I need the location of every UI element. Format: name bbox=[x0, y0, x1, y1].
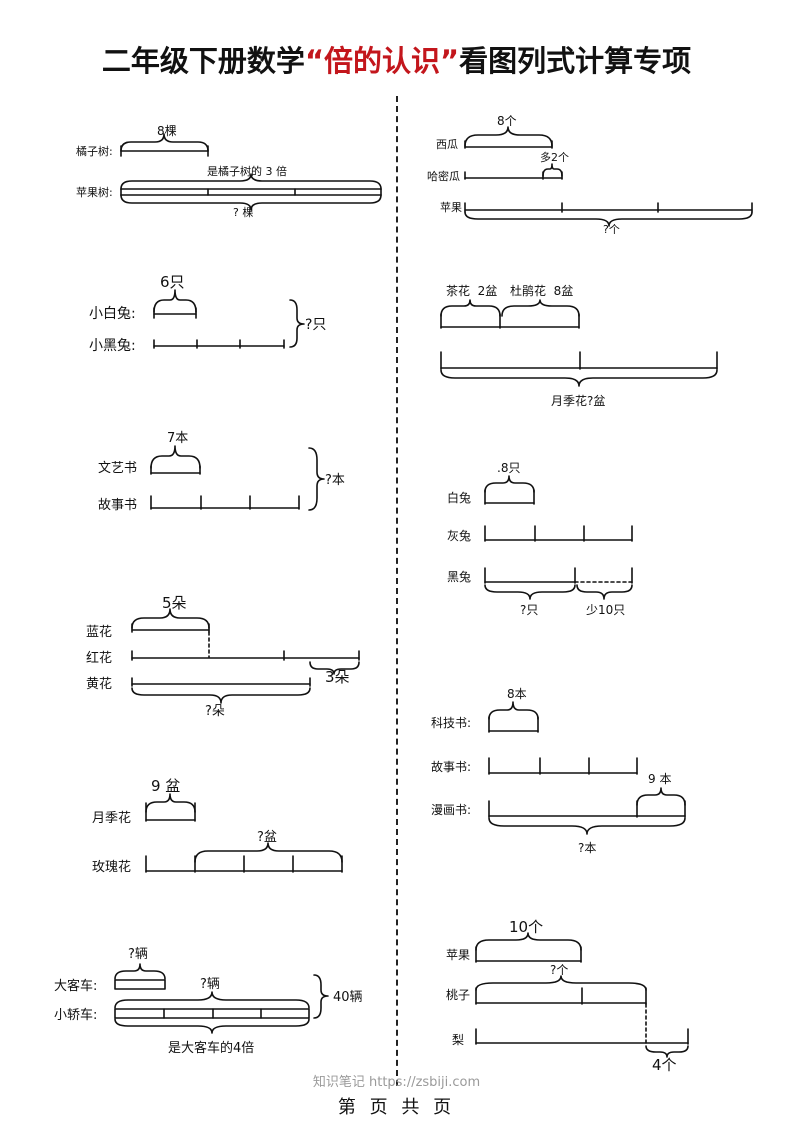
p7-row2-label: 哈密瓜 bbox=[427, 169, 460, 183]
p4-row1-label: 蓝花 bbox=[86, 624, 112, 640]
p5-row2-label: 玫瑰花 bbox=[92, 859, 131, 875]
p5-row1-label: 月季花 bbox=[92, 810, 131, 826]
p1-row1-label: 橘子树: bbox=[76, 144, 113, 158]
problem-2-lines bbox=[153, 289, 305, 349]
p4-row3-label: 黄花 bbox=[86, 676, 112, 692]
problem-1-lines bbox=[120, 133, 382, 211]
p4-right-label: 3朵 bbox=[325, 668, 350, 686]
p9-row1-label: 白兔 bbox=[447, 490, 471, 505]
p11-bottom-label: 4个 bbox=[652, 1056, 677, 1074]
problem-11-lines bbox=[475, 932, 689, 1058]
p1-mid-label: 是橘子树的 3 倍 bbox=[207, 164, 287, 178]
p8-top2-label: 杜鹃花 8盆 bbox=[510, 283, 573, 298]
p10-bottom-label: ?本 bbox=[578, 841, 596, 855]
p2-row2-label: 小黑兔: bbox=[89, 338, 136, 354]
problem-8-lines bbox=[440, 299, 718, 387]
title-part-2: “倍的认识” bbox=[304, 44, 460, 78]
p9-row3-label: 黑兔 bbox=[447, 569, 471, 584]
p7-row1-label: 西瓜 bbox=[436, 138, 458, 151]
p7-bottom-label: ?个 bbox=[603, 223, 620, 236]
p10-row2-label: 故事书: bbox=[431, 759, 471, 774]
p7-row3-label: 苹果 bbox=[440, 200, 462, 214]
p1-top-label: 8棵 bbox=[157, 123, 177, 138]
p10-row3-label: 漫画书: bbox=[431, 803, 471, 817]
p5-mid-label: ?盆 bbox=[257, 830, 277, 845]
p7-top-label: 8个 bbox=[497, 114, 517, 128]
p1-row2-label: 苹果树: bbox=[76, 185, 113, 199]
problem-3-lines bbox=[150, 445, 325, 511]
p11-row2-label: 桃子 bbox=[446, 987, 470, 1002]
p3-top-label: 7本 bbox=[167, 431, 188, 446]
p11-row1-label: 苹果 bbox=[446, 948, 470, 962]
p4-bottom-label: ?朵 bbox=[205, 704, 225, 719]
p2-top-label: 6只 bbox=[160, 273, 185, 291]
problem-7-lines bbox=[464, 126, 753, 227]
p4-top-label: 5朵 bbox=[162, 594, 187, 612]
p6-side-label: 40辆 bbox=[333, 990, 363, 1005]
title-part-1: 二年级下册数学 bbox=[101, 44, 305, 78]
column-divider bbox=[396, 96, 398, 1086]
p3-row2-label: 故事书 bbox=[98, 498, 137, 513]
problem-10-lines bbox=[488, 701, 686, 835]
p6-bottom-label: 是大客车的4倍 bbox=[168, 1040, 254, 1056]
p11-mid-label: ?个 bbox=[550, 963, 568, 977]
p6-mid-label: ?辆 bbox=[200, 977, 220, 992]
p2-side-label: ?只 bbox=[305, 317, 326, 333]
p8-bottom-label: 月季花?盆 bbox=[551, 393, 605, 408]
p6-row1-label: 大客车: bbox=[54, 978, 97, 994]
title-part-3: 看图列式计算专项 bbox=[459, 44, 692, 78]
p9-top-label: .8只 bbox=[497, 461, 520, 475]
p5-top-label: 9 盆 bbox=[151, 777, 180, 795]
problem-5-lines bbox=[145, 793, 343, 873]
problem-9-lines bbox=[484, 475, 633, 600]
p4-row2-label: 红花 bbox=[86, 650, 112, 666]
p3-row1-label: 文艺书 bbox=[98, 461, 137, 476]
page-title: 二年级下册数学“倍的认识”看图列式计算专项 bbox=[0, 38, 793, 80]
p11-top-label: 10个 bbox=[509, 918, 543, 936]
p9-row2-label: 灰兔 bbox=[447, 528, 471, 543]
problem-6-lines bbox=[114, 963, 329, 1034]
p3-side-label: ?本 bbox=[325, 473, 345, 488]
watermark: 知识笔记 https://zsbiji.com bbox=[312, 1075, 481, 1090]
p7-mid-label: 多2个 bbox=[540, 150, 569, 164]
p10-right-label: 9 本 bbox=[648, 772, 671, 786]
p6-row2-label: 小轿车: bbox=[54, 1007, 97, 1023]
p9-right-label: 少10只 bbox=[586, 603, 625, 617]
p10-row1-label: 科技书: bbox=[431, 716, 471, 730]
p1-bottom-label: ? 棵 bbox=[233, 205, 253, 219]
p10-top-label: 8本 bbox=[507, 687, 527, 701]
p2-row1-label: 小白兔: bbox=[89, 306, 136, 322]
p9-left-label: ?只 bbox=[520, 603, 538, 617]
page-footer: 第 页 共 页 bbox=[337, 1097, 456, 1118]
p6-top-label: ?辆 bbox=[128, 947, 148, 962]
problem-4-lines bbox=[131, 608, 360, 704]
p8-top1-label: 茶花 2盆 bbox=[446, 283, 497, 298]
p11-row3-label: 梨 bbox=[452, 1033, 464, 1047]
